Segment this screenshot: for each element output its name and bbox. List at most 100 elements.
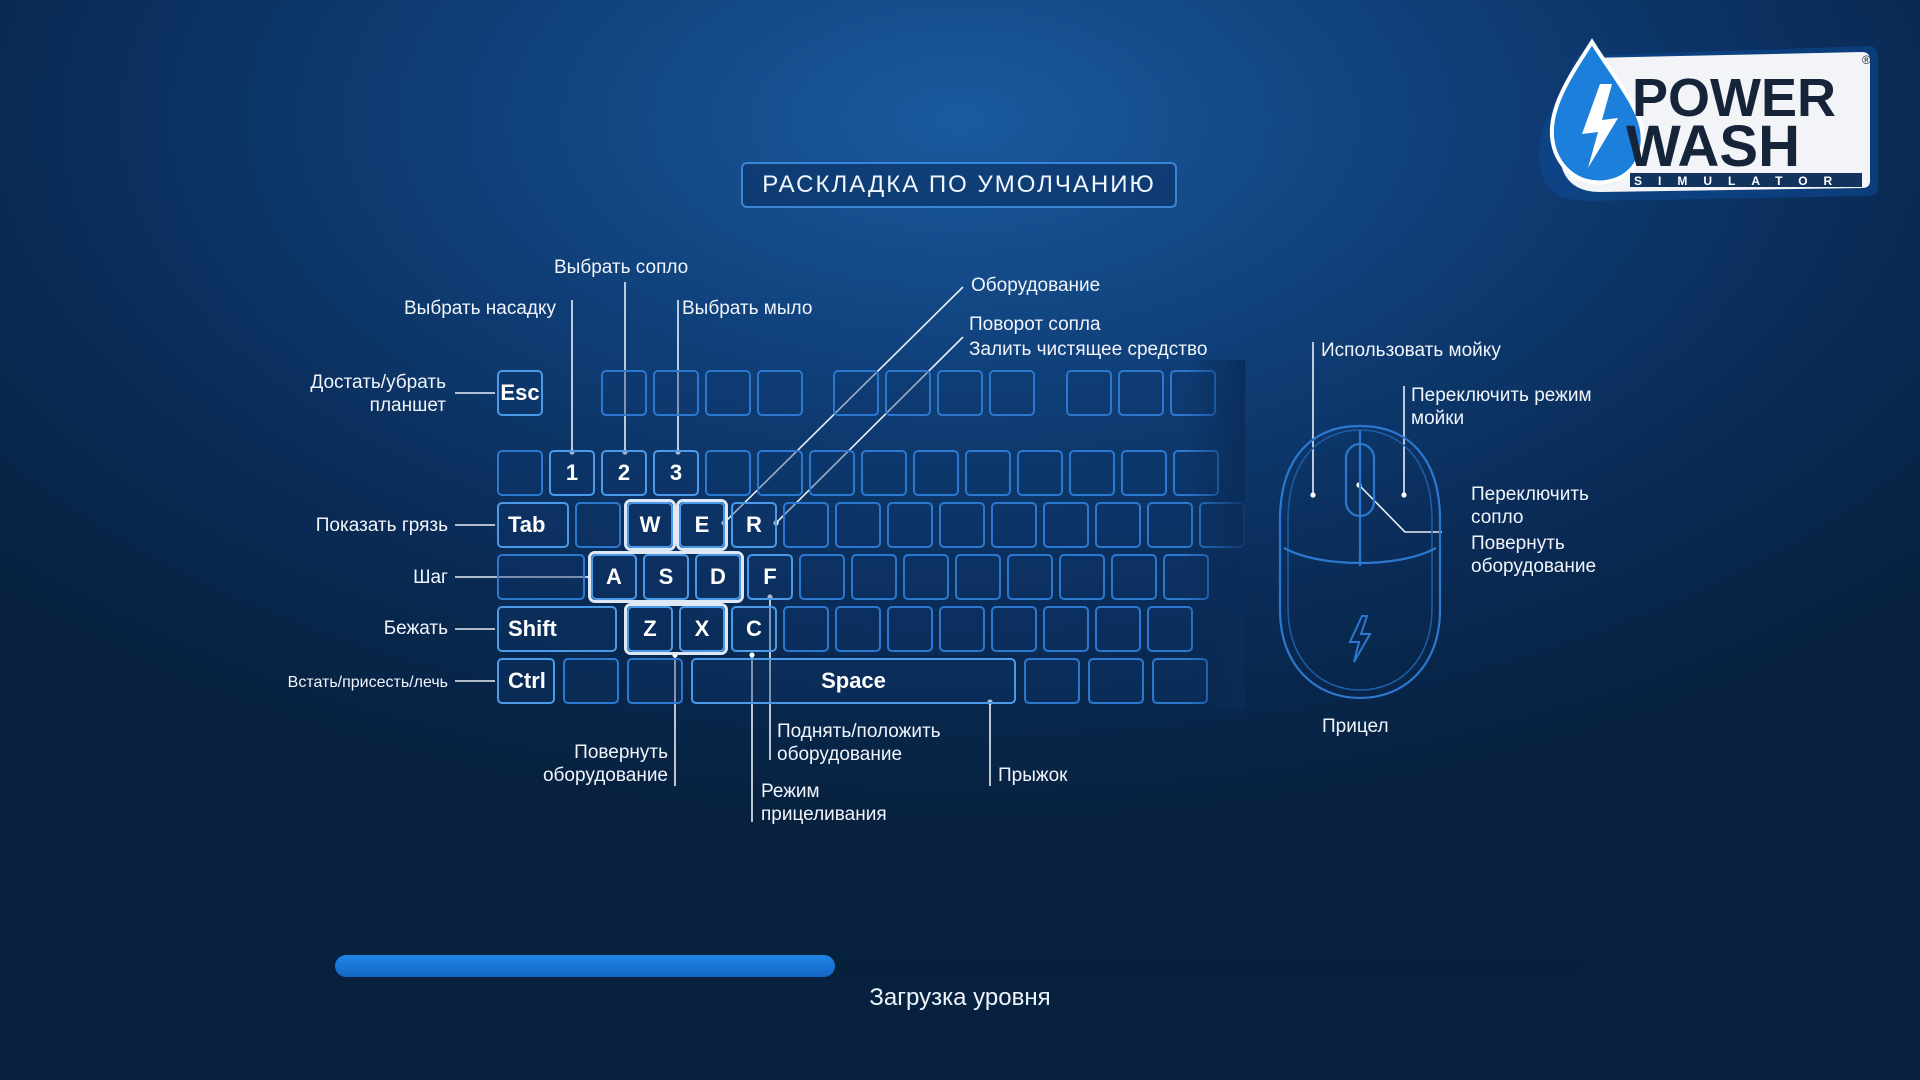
label-use-washer: Использовать мойку [1321,340,1501,361]
logo-registered: ® [1862,53,1871,67]
key-menu [1088,658,1144,704]
key-c: C [731,606,777,652]
key-q [575,502,621,548]
highlight-w [624,499,676,551]
label-switch-mode-line2: мойки [1411,408,1465,429]
label-rotate-equipment-line2: оборудование [542,765,668,786]
power-wash-simulator-logo: POWER WASH SIMULATOR ® [1539,38,1878,201]
key-w: W [627,502,673,548]
key-l [1007,554,1053,600]
logo-line3: SIMULATOR [1634,174,1848,188]
key-p [1043,502,1089,548]
key-m [939,606,985,652]
key-ctrl: Ctrl [497,658,555,704]
label-pickup-line2: оборудование [777,744,903,765]
key-f4 [757,370,803,416]
key-f10 [1118,370,1164,416]
label-run: Бежать [383,618,448,639]
label-aim-mode: Режим прицеливания [761,780,887,826]
label-select-soap: Выбрать мыло [682,298,813,319]
label-aim-mode-line1: Режим [761,781,820,802]
label-tablet-line1: Достать/убрать [310,372,446,393]
key-f5 [833,370,879,416]
label-tablet-line2: планшет [369,395,446,416]
key-slash [1095,606,1141,652]
key-0 [1017,450,1063,496]
loading-progress-bar [335,955,1585,977]
label-aim-mode-line2: прицеливания [761,804,887,825]
key-f1 [601,370,647,416]
key-f8 [989,370,1035,416]
key-b [835,606,881,652]
label-mouse-rotate-line2: оборудование [1471,556,1597,577]
key-f7 [937,370,983,416]
key-z: Z [627,606,673,652]
key-o [991,502,1037,548]
key-shift: Shift [497,606,617,652]
highlight-e [676,499,728,551]
key-f6 [885,370,931,416]
label-pickup-line1: Поднять/положить [777,721,941,742]
key-t [783,502,829,548]
label-show-dirt: Показать грязь [315,515,448,536]
highlight-asd [588,551,744,603]
key-f: F [747,554,793,600]
key-backtick [497,450,543,496]
label-select-nozzle: Выбрать сопло [554,257,689,278]
key-quote [1111,554,1157,600]
label-equipment: Оборудование [971,275,1101,296]
label-switch-mode-line1: Переключить режим [1411,385,1592,406]
key-comma [991,606,1037,652]
logo-line1: POWER [1632,68,1836,128]
key-1: 1 [549,450,595,496]
label-rotate-equipment-line1: Повернуть [574,742,668,763]
key-esc: Esc [497,370,543,416]
label-fill-cleaner: Залить чистящее средство [969,339,1208,360]
label-switch-nozzle: Переключить сопло [1471,483,1589,529]
key-i [939,502,985,548]
key-4 [705,450,751,496]
key-equals [1121,450,1167,496]
mouse-diagram [1278,424,1442,700]
key-alt [627,658,683,704]
key-h [851,554,897,600]
key-r: R [731,502,777,548]
key-8 [913,450,959,496]
key-capslock [497,554,585,600]
label-rotate-nozzle: Поворот сопла [969,314,1101,335]
key-6 [809,450,855,496]
key-7 [861,450,907,496]
key-x: X [679,606,725,652]
label-walk: Шаг [413,567,448,588]
key-period [1043,606,1089,652]
keyboard-fade [1185,360,1245,710]
loading-progress-fill [335,955,835,977]
highlight-zx [624,603,728,655]
key-5 [757,450,803,496]
key-v [783,606,829,652]
key-k [955,554,1001,600]
label-mouse-rotate-line1: Повернуть [1471,533,1565,554]
key-3: 3 [653,450,699,496]
label-switch-nozzle-line1: Переключить [1471,484,1589,505]
key-minus [1069,450,1115,496]
key-f9 [1066,370,1112,416]
key-space: Space [691,658,1016,704]
key-y [835,502,881,548]
label-mouse-rotate: Повернуть оборудование [1471,532,1596,578]
label-select-tip: Выбрать насадку [404,298,557,319]
key-9 [965,450,1011,496]
label-pickup: Поднять/положить оборудование [777,720,941,766]
label-aim: Прицел [1322,716,1389,737]
page-title: РАСКЛАДКА ПО УМОЛЧАНИЮ [741,162,1177,208]
label-stance: Встать/присесть/лечь [287,674,448,691]
key-2: 2 [601,450,647,496]
key-g [799,554,845,600]
label-switch-mode: Переключить режим мойки [1411,384,1592,430]
label-tablet: Достать/убрать планшет [310,371,446,417]
label-switch-nozzle-line2: сопло [1471,507,1524,528]
key-bracket-left [1095,502,1141,548]
key-d: D [695,554,741,600]
key-f2 [653,370,699,416]
logo-line2: WASH [1626,114,1800,179]
